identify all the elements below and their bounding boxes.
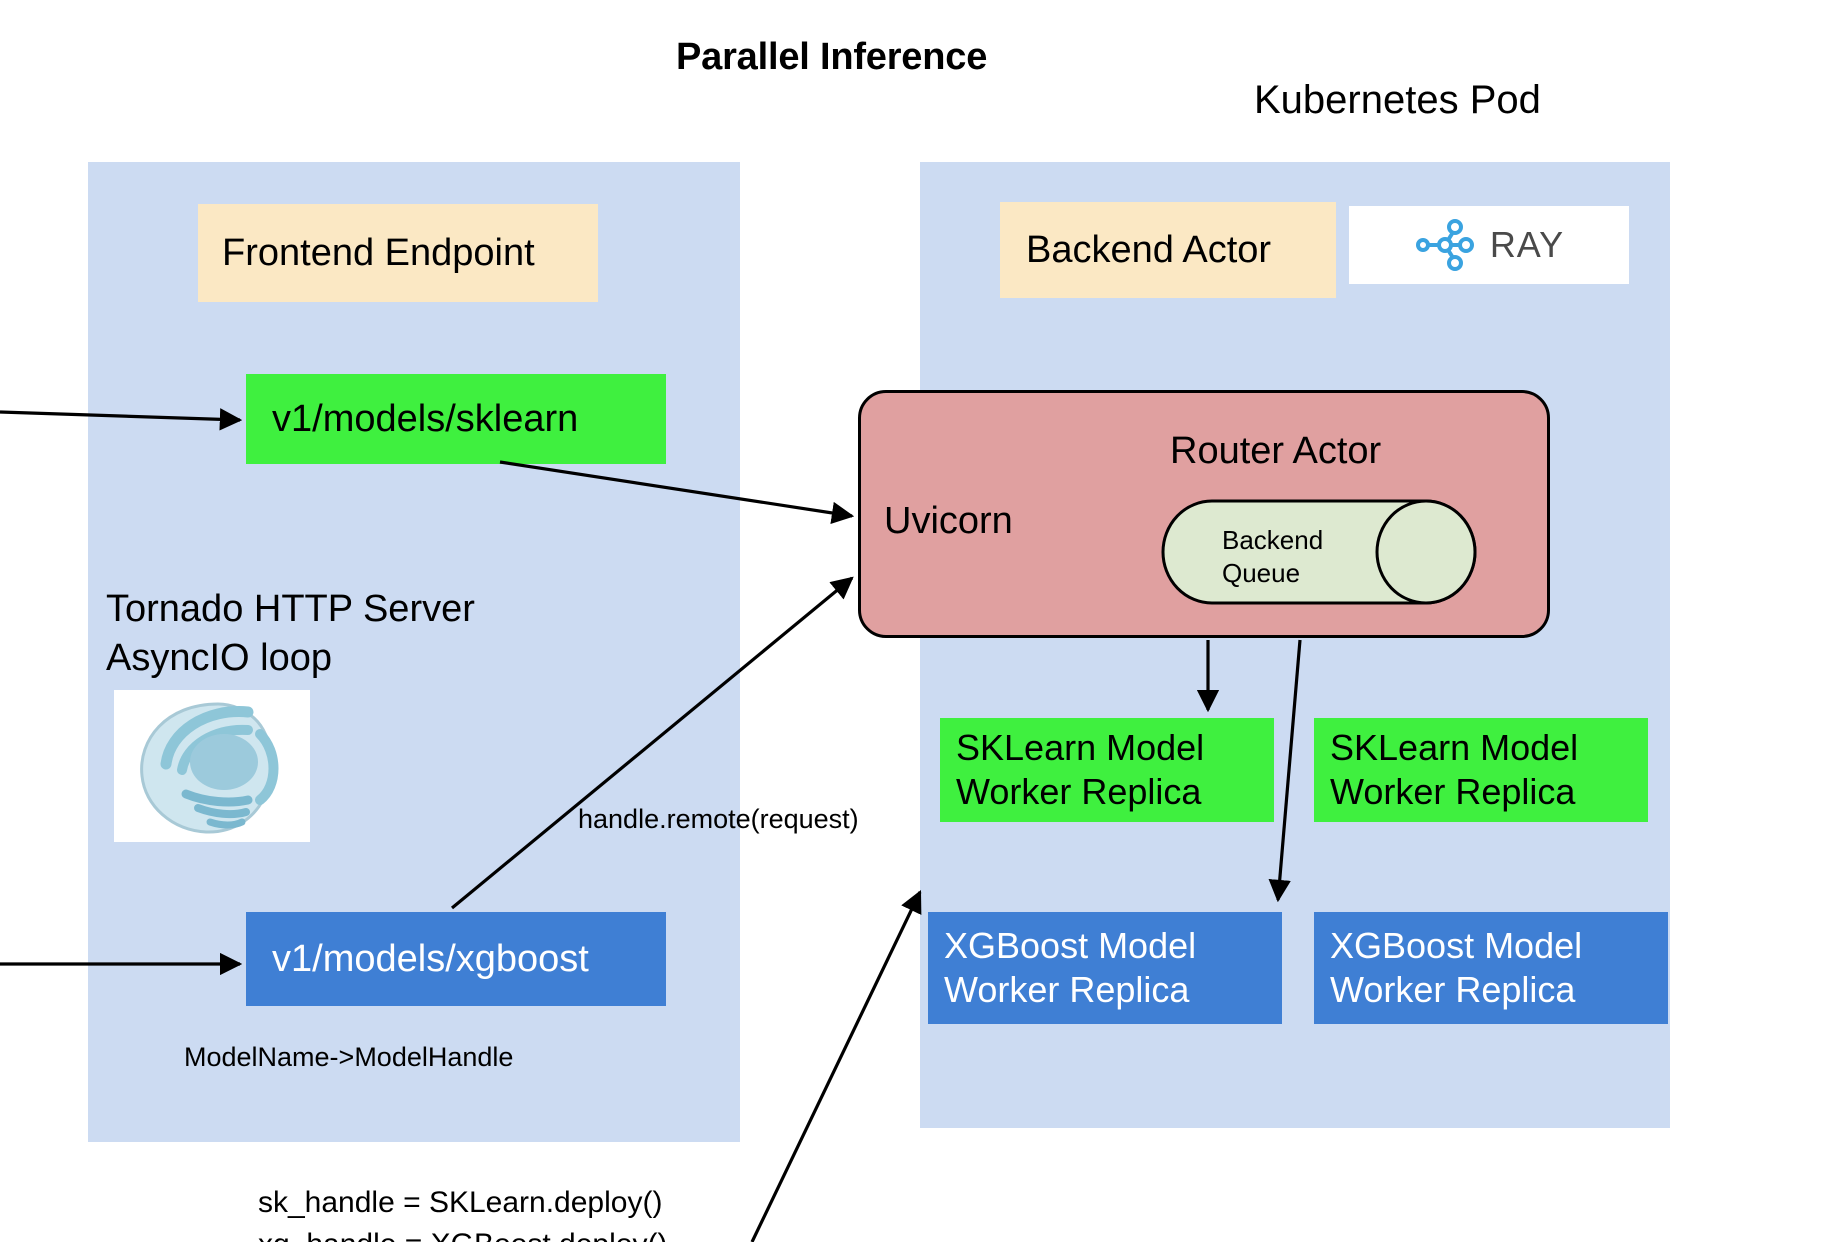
worker-label-sklearn-1: SKLearn Model Worker Replica — [956, 727, 1205, 812]
endpoint-label-sklearn: v1/models/sklearn — [272, 397, 579, 440]
ray-logo-card: RAY — [1349, 206, 1629, 284]
backend-queue-cylinder — [1160, 498, 1480, 606]
worker-label-xgboost-1: XGBoost Model Worker Replica — [944, 925, 1197, 1010]
backend-queue-label: Backend Queue — [1222, 525, 1324, 588]
worker-replica-xgboost-2: XGBoost Model Worker Replica — [1314, 912, 1668, 1024]
kubernetes-pod-title: Kubernetes Pod — [1254, 78, 1541, 122]
backend-actor-label: Backend Actor — [1026, 228, 1272, 271]
tornado-logo-icon — [140, 702, 279, 834]
diagram-title: Parallel Inference — [676, 36, 988, 78]
model-name-handle-mapping: ModelName->ModelHandle — [184, 1042, 514, 1072]
frontend-endpoint-label: Frontend Endpoint — [222, 231, 535, 274]
handle-remote-annotation: handle.remote(request) — [578, 804, 859, 834]
endpoint-box-sklearn[interactable]: v1/models/sklearn — [246, 374, 666, 464]
arrow-deploy-to-pod — [750, 889, 922, 1242]
endpoint-label-xgboost: v1/models/xgboost — [272, 937, 589, 980]
worker-replica-sklearn-1: SKLearn Model Worker Replica — [940, 718, 1274, 822]
ray-nodes-icon — [1415, 219, 1474, 271]
worker-label-xgboost-2: XGBoost Model Worker Replica — [1330, 925, 1583, 1010]
deploy-code-annotation: sk_handle = SKLearn.deploy() xg_handle =… — [258, 1186, 667, 1242]
ray-wordmark: RAY — [1489, 224, 1565, 265]
worker-replica-sklearn-2: SKLearn Model Worker Replica — [1314, 718, 1648, 822]
tornado-server-caption: Tornado HTTP Server AsyncIO loop — [106, 588, 475, 679]
worker-replica-xgboost-1: XGBoost Model Worker Replica — [928, 912, 1282, 1024]
backend-actor-box: Backend Actor — [1000, 202, 1336, 298]
uvicorn-label: Uvicorn — [884, 500, 1013, 542]
frontend-endpoint-box: Frontend Endpoint — [198, 204, 598, 302]
router-actor-title: Router Actor — [1170, 430, 1382, 472]
worker-label-sklearn-2: SKLearn Model Worker Replica — [1330, 727, 1579, 812]
endpoint-box-xgboost[interactable]: v1/models/xgboost — [246, 912, 666, 1006]
tornado-logo-card — [114, 690, 310, 842]
